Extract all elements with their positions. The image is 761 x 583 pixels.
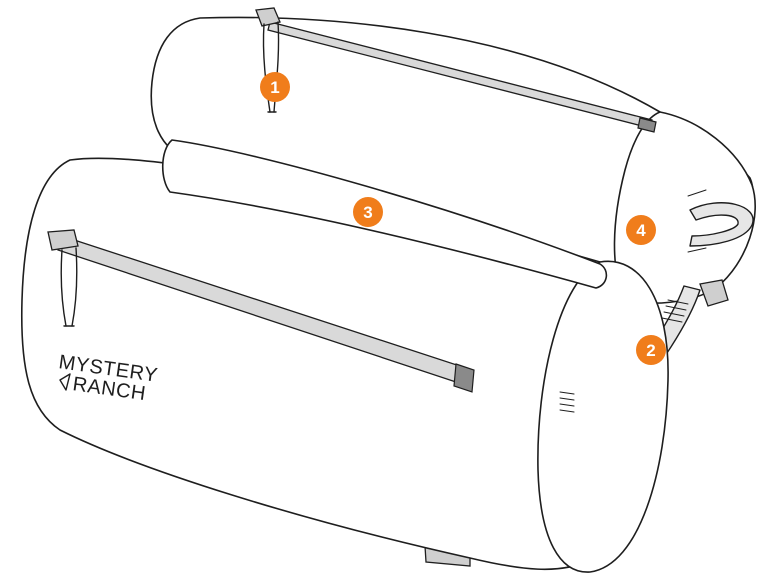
callout-1-label: 1 <box>270 78 279 97</box>
callout-3: 3 <box>353 197 383 227</box>
callout-1-marker <box>260 72 290 102</box>
ranch-mark-icon <box>59 373 71 391</box>
callout-2-marker <box>636 335 666 365</box>
callout-3-label: 3 <box>363 203 372 222</box>
callout-3-marker <box>353 197 383 227</box>
callout-2: 2 <box>636 335 666 365</box>
callouts: 1 2 3 4 <box>260 72 666 365</box>
side-handle <box>687 189 754 253</box>
callout-4-marker <box>626 215 656 245</box>
front-bag <box>20 139 669 573</box>
callout-4: 4 <box>626 215 656 245</box>
back-bag <box>150 7 756 304</box>
callout-2-label: 2 <box>646 341 655 360</box>
callout-1: 1 <box>260 72 290 102</box>
callout-4-label: 4 <box>636 221 646 240</box>
